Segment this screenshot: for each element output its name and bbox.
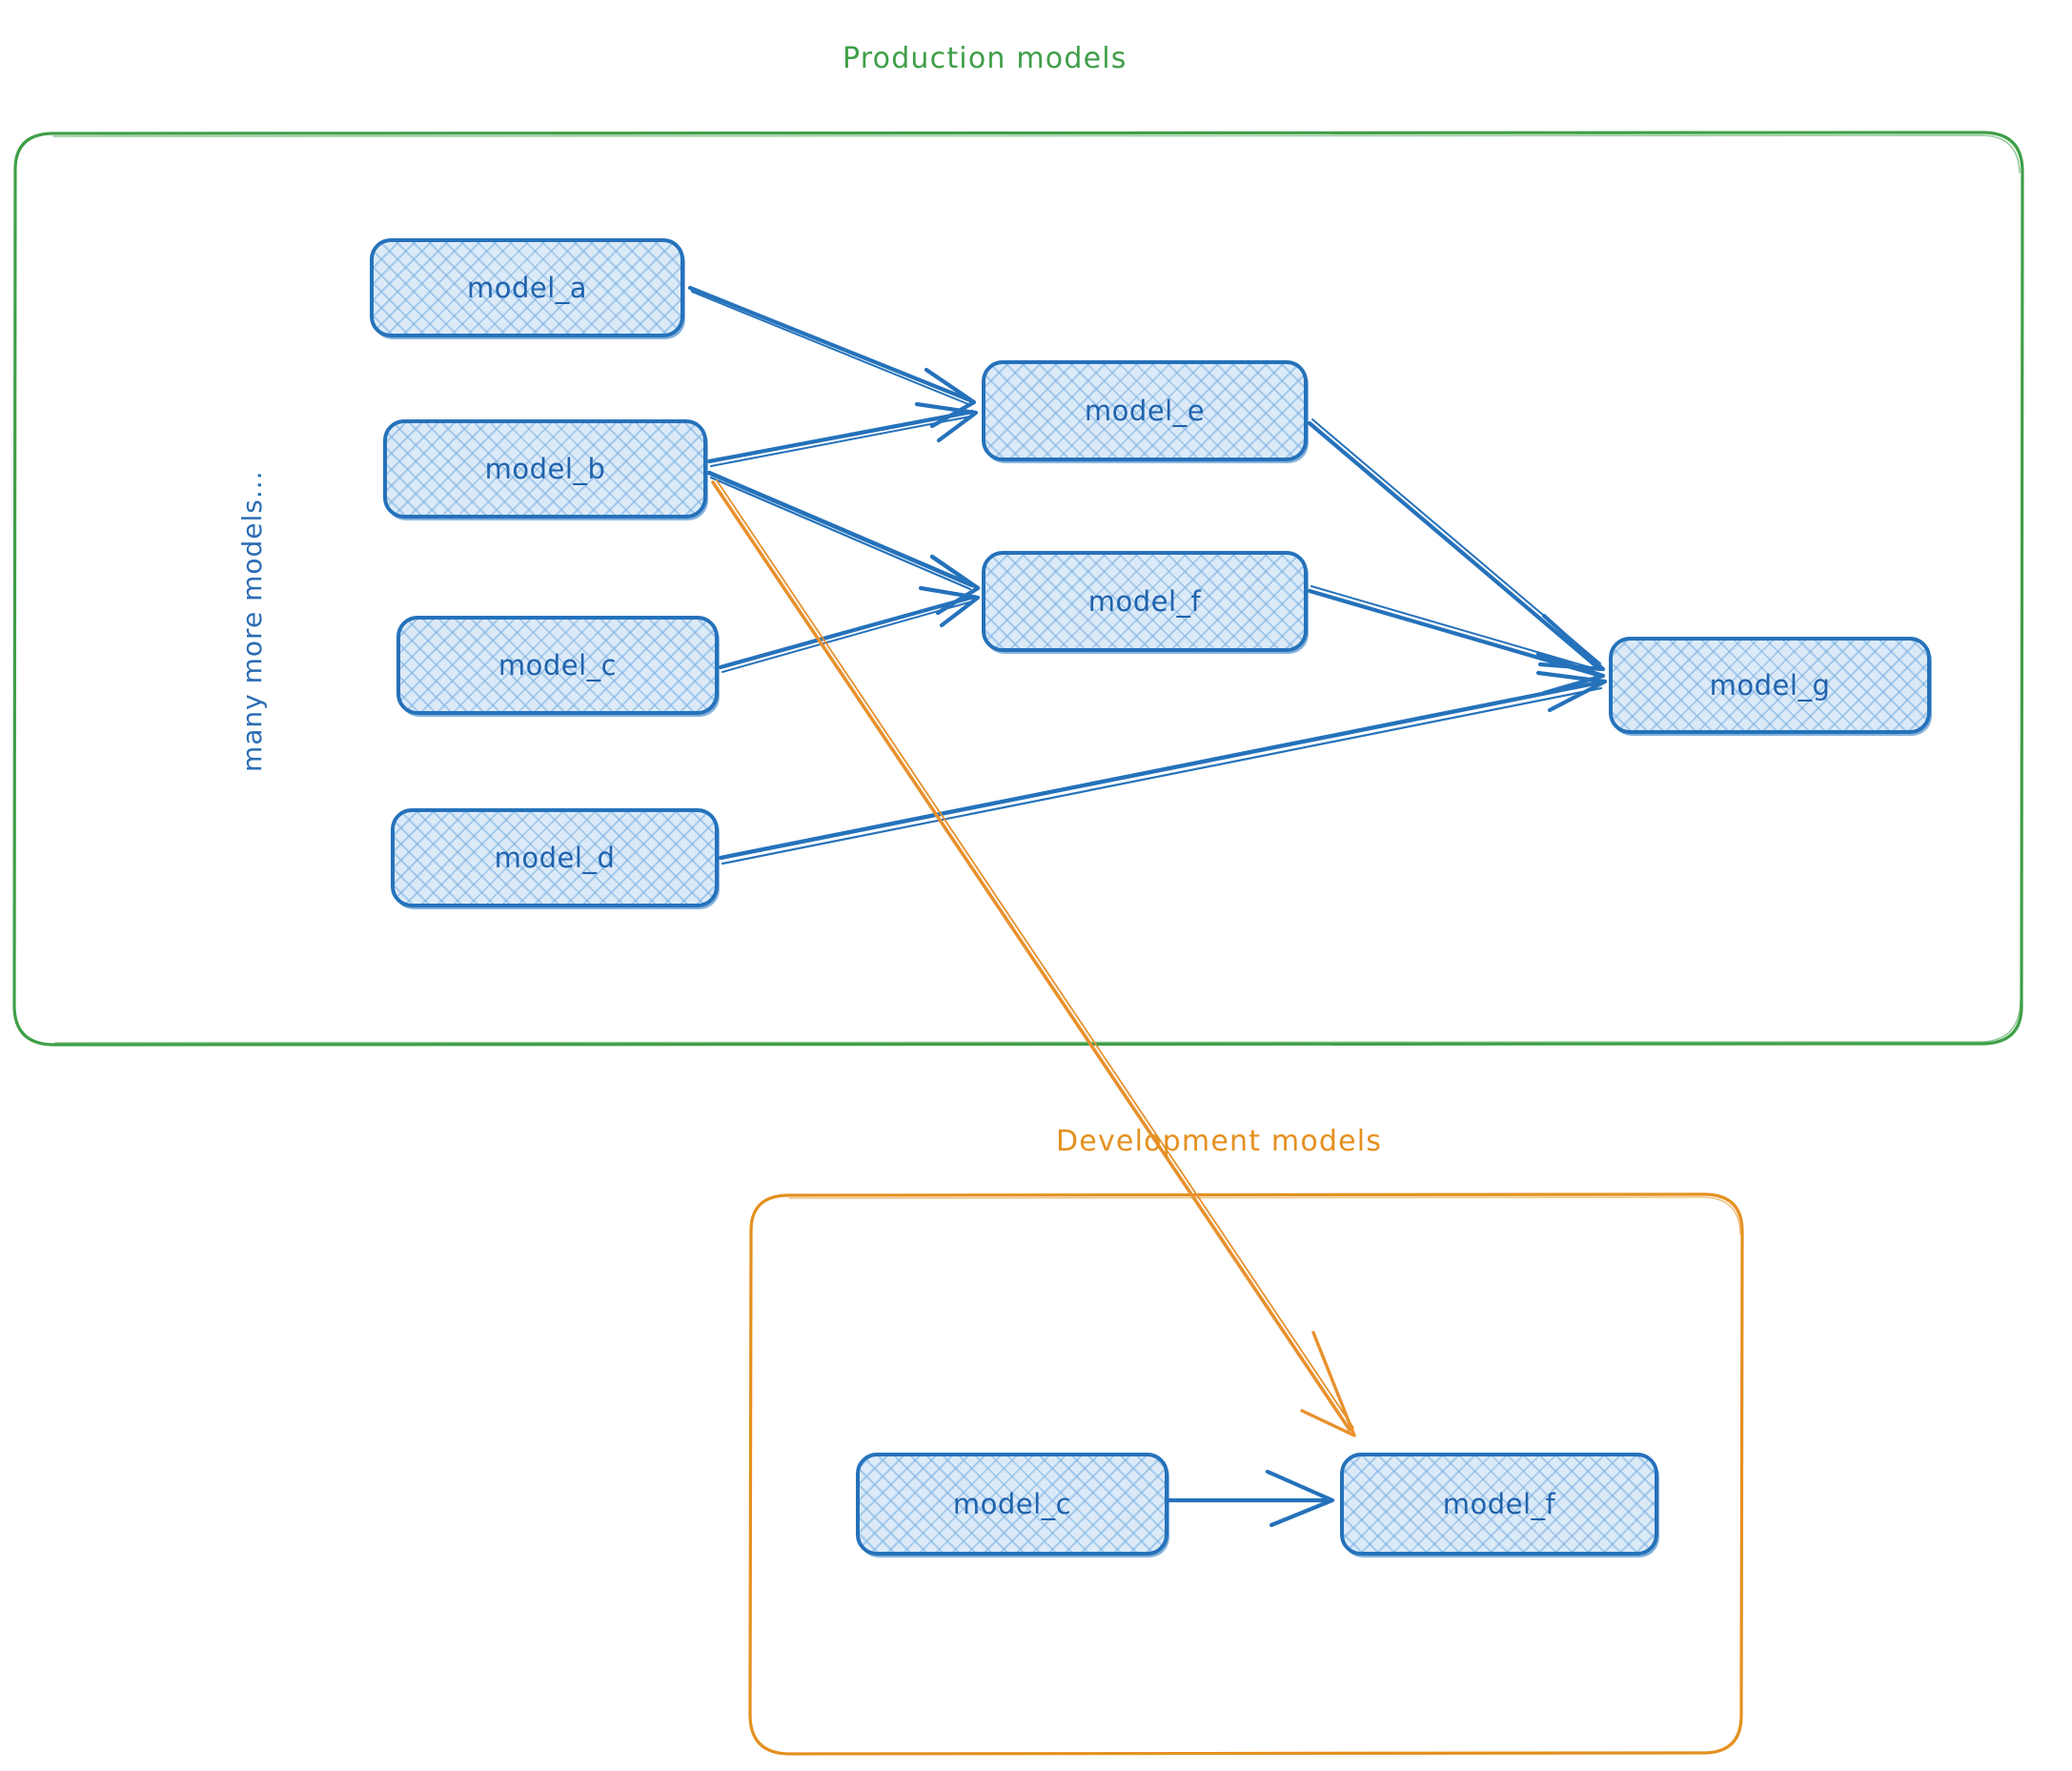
many-more-models-note: many more models...: [236, 470, 268, 772]
edge-model-c-prod-to-model-f: [718, 585, 981, 673]
node-model-g[interactable]: model_g: [1609, 637, 1931, 734]
node-model-f-development[interactable]: model_f: [1340, 1453, 1658, 1556]
development-group-title: Development models: [1056, 1125, 1383, 1158]
edge-model-f-prod-to-model-g: [1307, 585, 1606, 696]
node-label-model-a: model_a: [466, 272, 588, 304]
node-model-b[interactable]: model_b: [383, 419, 707, 519]
node-model-a[interactable]: model_a: [370, 238, 684, 337]
node-label-model-c-production: model_c: [498, 649, 618, 682]
edge-model-c-dev-to-model-f-dev: [1166, 1469, 1335, 1528]
node-model-c-development[interactable]: model_c: [856, 1453, 1168, 1556]
edge-model-d-to-model-g: [718, 670, 1608, 865]
node-label-model-e: model_e: [1084, 395, 1206, 427]
node-model-f-production[interactable]: model_f: [982, 551, 1308, 652]
production-group-box: [12, 131, 2024, 1047]
node-label-model-d: model_d: [494, 842, 616, 874]
node-model-e[interactable]: model_e: [982, 360, 1308, 461]
node-label-model-b: model_b: [484, 453, 606, 485]
node-model-d[interactable]: model_d: [391, 808, 719, 907]
edge-model-b-to-model-e: [706, 401, 979, 467]
edge-model-b-to-model-f-dev: [711, 479, 1356, 1437]
production-group-title: Production models: [843, 42, 1127, 75]
development-group-box: [748, 1192, 1744, 1756]
node-model-c-production[interactable]: model_c: [396, 616, 719, 715]
node-label-model-f-production: model_f: [1087, 585, 1202, 618]
node-label-model-c-development: model_c: [952, 1488, 1072, 1520]
node-label-model-g: model_g: [1709, 669, 1831, 702]
node-label-model-f-development: model_f: [1442, 1488, 1556, 1520]
